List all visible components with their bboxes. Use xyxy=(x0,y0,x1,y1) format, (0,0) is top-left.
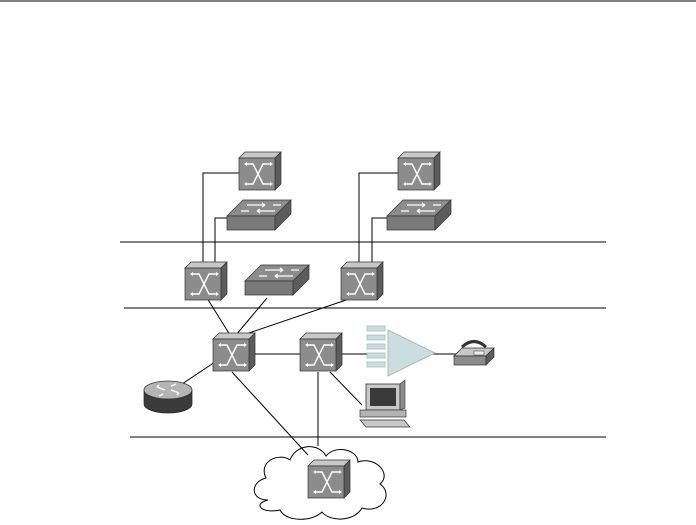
atm-switch-icon xyxy=(340,261,384,301)
voice-gateway-icon xyxy=(366,325,437,377)
link xyxy=(235,297,268,336)
workgroup-switch-icon xyxy=(386,199,452,231)
link xyxy=(371,217,387,268)
link xyxy=(358,172,399,268)
atm-switch-icon xyxy=(184,261,228,301)
atm-switch-icon xyxy=(212,332,256,372)
workstation-icon xyxy=(359,379,411,428)
connection-lines xyxy=(181,172,458,456)
atm-switch-icon xyxy=(307,459,351,499)
link xyxy=(329,371,363,406)
link xyxy=(202,172,240,268)
atm-switch-icon xyxy=(397,151,441,191)
link xyxy=(242,297,353,336)
workgroup-switch-icon xyxy=(226,199,292,231)
workgroup-switch-icon xyxy=(244,264,310,296)
link xyxy=(206,297,231,336)
link xyxy=(181,361,216,385)
atm-switch-icon xyxy=(238,151,282,191)
telephone-icon xyxy=(453,340,495,366)
atm-switch-icon xyxy=(299,332,343,372)
link xyxy=(231,371,309,456)
link xyxy=(214,217,227,268)
router-icon xyxy=(143,380,193,414)
